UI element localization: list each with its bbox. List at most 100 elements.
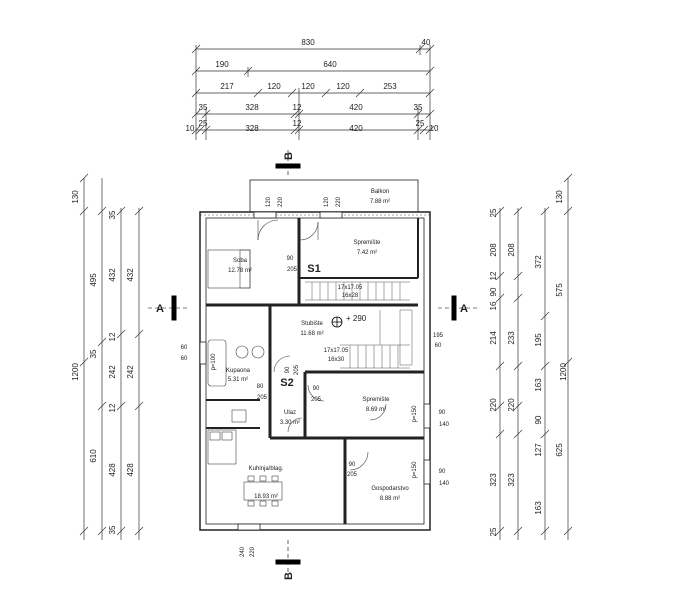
right-dimension-labels: 208 208 372 130 575 1200 625 214 233 195… <box>489 190 568 537</box>
dim-left-1200: 1200 <box>71 363 80 381</box>
dim-120b: 120 <box>301 82 315 91</box>
dim-left-35b: 35 <box>108 525 117 534</box>
dim-10b: 10 <box>430 124 439 133</box>
dim-right-127: 127 <box>534 443 543 457</box>
dim-35b: 35 <box>414 103 423 112</box>
dim-right-220b: 220 <box>507 398 516 412</box>
dim-328b: 328 <box>245 124 259 133</box>
dim-40: 40 <box>422 38 431 47</box>
dim-830: 830 <box>301 38 315 47</box>
dim-12a: 12 <box>293 103 302 112</box>
room-spremiste2-area: 8.69 m² <box>366 407 386 413</box>
room-ulaz-name: Ulaz <box>284 410 296 416</box>
level-marker: + 290 <box>331 314 367 328</box>
section-a-left: A <box>156 303 164 315</box>
opening-205e: 205 <box>347 472 358 478</box>
opening-120a: 120 <box>266 196 272 207</box>
opening-90a: 90 <box>287 256 294 262</box>
opening-90b: 90 <box>285 366 291 373</box>
dim-420a: 420 <box>349 103 363 112</box>
opening-140a: 140 <box>439 422 450 428</box>
dim-left-432: 432 <box>108 268 117 282</box>
door-swings <box>257 219 387 471</box>
level-value: + 290 <box>346 314 367 323</box>
dim-left-428b: 428 <box>126 463 135 477</box>
room-spremiste1-area: 7.42 m² <box>357 250 377 256</box>
room-balkon-area: 7.88 m² <box>370 199 390 205</box>
opening-220c: 220 <box>250 546 256 557</box>
dim-left-610: 610 <box>89 449 98 463</box>
room-soba-area: 12.78 m² <box>228 268 252 274</box>
parapet-2: p=150 <box>412 405 418 423</box>
dim-right-625: 625 <box>555 443 564 457</box>
dim-left-428: 428 <box>108 463 117 477</box>
room-spremiste2-name: Spremište <box>362 397 390 403</box>
opening-60c: 60 <box>435 343 442 349</box>
dim-35a: 35 <box>199 103 208 112</box>
dim-right-163b: 163 <box>534 501 543 515</box>
section-labels: A A B B S1 S2 <box>156 152 468 580</box>
opening-90f: 90 <box>349 462 356 468</box>
dim-328a: 328 <box>245 103 259 112</box>
dim-right-90: 90 <box>534 415 543 424</box>
opening-140b: 140 <box>439 481 450 487</box>
dim-right-208b: 208 <box>507 243 516 257</box>
opening-90e: 90 <box>439 469 446 475</box>
dim-right-130: 130 <box>555 190 564 204</box>
parapet-3: p=150 <box>412 461 418 479</box>
room-gospodarstvo-area: 8.88 m² <box>380 496 400 502</box>
stair-label-2a: 17x17.05 <box>324 348 349 354</box>
dim-left-35a: 35 <box>108 210 117 219</box>
dim-12b: 12 <box>293 119 302 128</box>
room-soba-name: Soba <box>233 258 248 264</box>
dim-right-90a: 90 <box>489 287 498 296</box>
opening-240: 240 <box>240 546 246 557</box>
dim-right-16: 16 <box>489 301 498 310</box>
dim-right-372: 372 <box>534 255 543 269</box>
kitchen-counter <box>207 429 237 465</box>
left-dimension-labels: 130 495 1200 35 610 432 242 428 432 242 … <box>71 190 135 535</box>
stair-label-1b: 16x28 <box>342 293 359 299</box>
left-dimension-chains <box>79 173 144 540</box>
dim-420b: 420 <box>349 124 363 133</box>
opening-220b: 220 <box>336 196 342 207</box>
opening-205c: 205 <box>257 395 268 401</box>
dining-table <box>243 481 283 501</box>
dim-right-195: 195 <box>534 333 543 347</box>
stair-label-2b: 16x30 <box>328 357 345 363</box>
furniture <box>207 249 283 507</box>
room-stubiste-name: Stubište <box>301 321 323 327</box>
opening-labels: 120 220 120 220 90 205 60 60 90 205 80 2… <box>181 196 450 557</box>
windows <box>199 211 431 531</box>
right-dimension-chains <box>495 173 573 540</box>
dim-10a: 10 <box>186 124 195 133</box>
parapet-1: p=100 <box>211 353 217 371</box>
toilet <box>235 345 249 359</box>
dim-left-12a: 12 <box>108 332 117 341</box>
dim-left-242b: 242 <box>126 365 135 379</box>
dim-right-208a: 208 <box>489 243 498 257</box>
section-b-top: B <box>283 152 295 160</box>
dim-right-25a: 25 <box>489 208 498 217</box>
top-dimension-labels: 830 40 190 640 217 120 120 120 253 35 32… <box>186 38 439 133</box>
section-s2: S2 <box>280 377 293 389</box>
opening-120b: 120 <box>324 196 330 207</box>
dim-left-495: 495 <box>89 273 98 287</box>
room-stubiste-area: 11.68 m² <box>300 331 323 337</box>
dim-right-12a: 12 <box>489 271 498 280</box>
room-kupaona-area: 5.31 m² <box>228 377 248 383</box>
opening-205d: 205 <box>311 397 322 403</box>
dim-left-60: 35 <box>89 349 98 358</box>
stair-labels: 17x17.05 16x28 17x17.05 16x30 <box>324 285 363 363</box>
room-kupaona-name: Kupaona <box>226 368 251 374</box>
stair-label-1a: 17x17.05 <box>338 285 363 291</box>
section-a-right: A <box>460 303 468 315</box>
dim-right-323b: 323 <box>507 473 516 487</box>
dim-left-130: 130 <box>71 190 80 204</box>
dim-right-163a: 163 <box>534 378 543 392</box>
dim-217: 217 <box>220 82 234 91</box>
section-s1: S1 <box>307 263 320 275</box>
dim-25a: 25 <box>199 119 208 128</box>
opening-205a: 205 <box>287 267 298 273</box>
